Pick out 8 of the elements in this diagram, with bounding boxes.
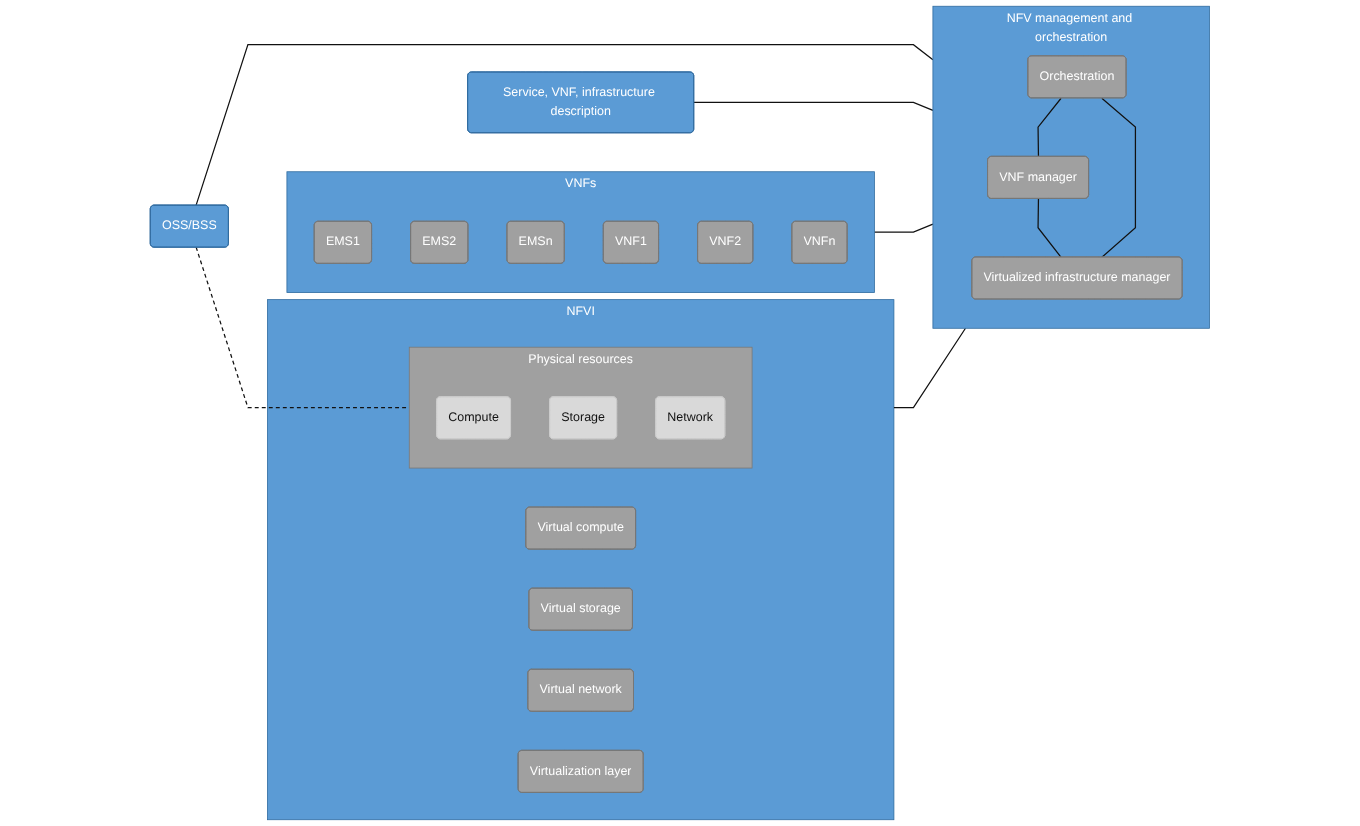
- connector: [873, 223, 934, 233]
- connector: [195, 246, 410, 409]
- connector: [893, 327, 967, 409]
- connector: [1037, 97, 1062, 158]
- connector: [693, 101, 934, 111]
- connector: [195, 44, 934, 206]
- connector: [1037, 198, 1062, 258]
- connector: [1101, 97, 1137, 258]
